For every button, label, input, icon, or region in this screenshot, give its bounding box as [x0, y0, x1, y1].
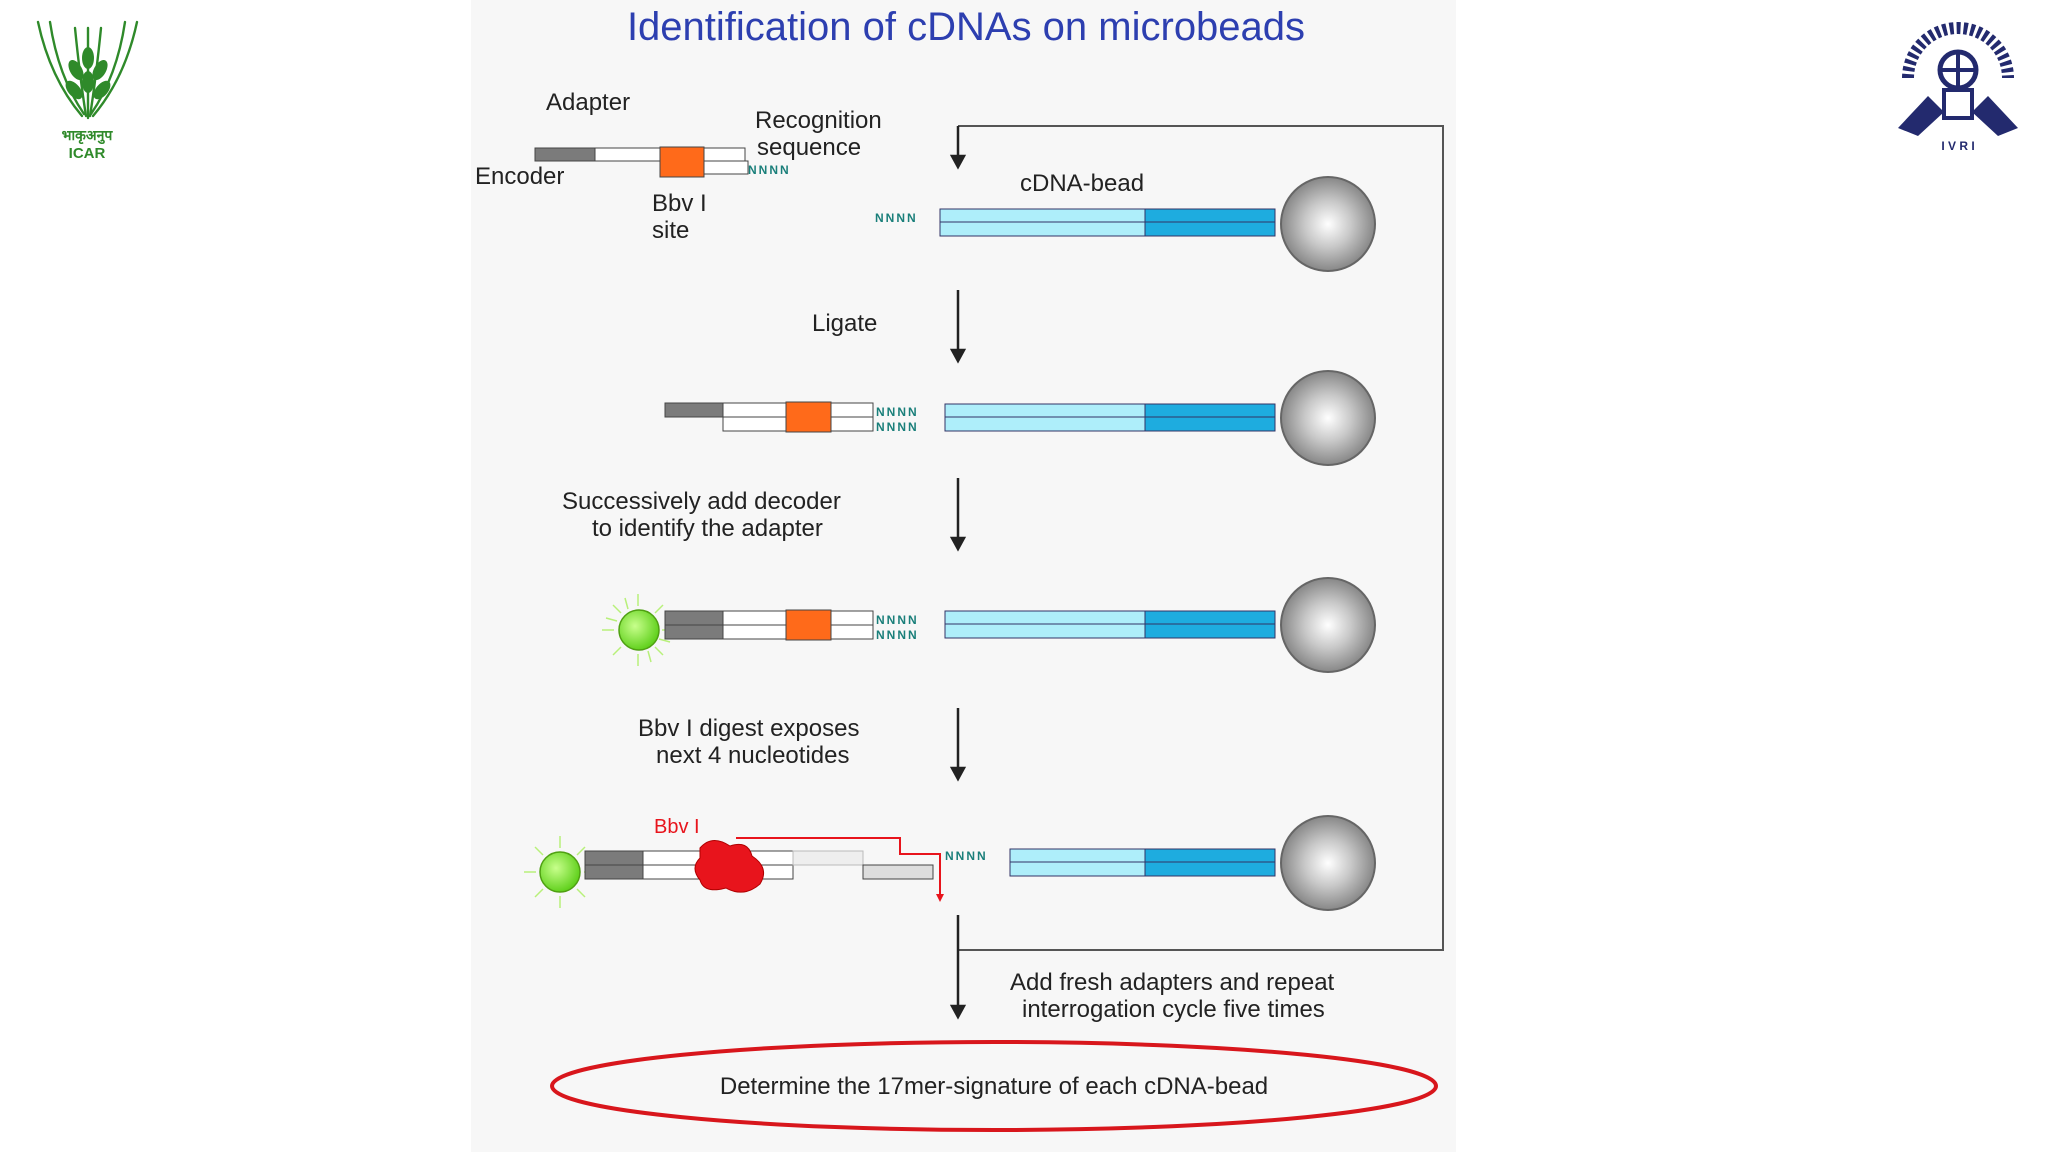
repeat-label-1: Add fresh adapters and repeat [1010, 969, 1335, 996]
icar-text: ICAR [69, 145, 106, 162]
bead-2 [1280, 370, 1376, 466]
bbvi-enzyme-shape [694, 840, 765, 893]
nnnn-cdna-1: NNNN [875, 211, 918, 225]
bead-3 [1280, 577, 1376, 673]
arrow-1 [949, 126, 967, 170]
arrow-4 [949, 708, 967, 782]
arrow-5 [949, 915, 967, 1020]
slide-title: Identification of cDNAs on microbeads [627, 5, 1305, 49]
decoder-label-2: to identify the adapter [592, 515, 823, 542]
decoder-glow-3 [602, 594, 674, 666]
cdna-strand-2 [944, 403, 1276, 432]
cdna-strand-3 [944, 610, 1276, 639]
adapter-strand-1 [534, 146, 749, 178]
arrow-2 [949, 290, 967, 364]
icar-logo: भाकृअनुप ICAR [30, 18, 145, 163]
icar-hindi-text: भाकृअनुप [62, 127, 114, 145]
repeat-label-2: interrogation cycle five times [1022, 996, 1325, 1023]
decoder-bead-3 [618, 609, 660, 651]
nnnn-bottom-3: NNNN [876, 628, 919, 642]
bead-4 [1280, 815, 1376, 911]
result-label: Determine the 17mer-signature of each cD… [720, 1073, 1268, 1100]
nnnn-top-2: NNNN [876, 405, 919, 419]
enzyme-label: Bbv I [654, 816, 700, 838]
bbvi-site-label-2: site [652, 217, 689, 244]
decoder-label-1: Successively add decoder [562, 488, 841, 515]
enzyme-cut-tip [936, 894, 944, 902]
adapter-label: Adapter [546, 89, 630, 116]
cdna-strand-1 [939, 208, 1276, 237]
nnnn-cdna-4: NNNN [945, 849, 988, 863]
nnnn-adapter-1: NNNN [748, 163, 791, 177]
ligated-adapter-2 [664, 401, 874, 433]
slide-panel [471, 0, 1456, 1152]
cdna-bead-label: cDNA-bead [1020, 170, 1144, 197]
encoder-label: Encoder [475, 163, 564, 190]
cdna-strand-4 [1009, 848, 1276, 877]
result-ellipse [550, 1040, 1438, 1132]
bead-1 [1280, 176, 1376, 272]
decoder-bead-4 [539, 851, 581, 893]
loop-back-line [958, 125, 1444, 951]
digest-label-1: Bbv I digest exposes [638, 715, 859, 742]
nnnn-bottom-2: NNNN [876, 420, 919, 434]
nnnn-top-3: NNNN [876, 613, 919, 627]
digest-label-2: next 4 nucleotides [656, 742, 849, 769]
recognition-label-1: Recognition [755, 107, 882, 134]
recognition-label-2: sequence [757, 134, 861, 161]
enzyme-cut-path [736, 837, 941, 896]
decoded-adapter-3 [664, 609, 874, 641]
ivri-logo: I V R I [1888, 8, 2028, 153]
arrow-3 [949, 478, 967, 552]
ivri-text: I V R I [1941, 139, 1974, 153]
bbvi-site-label-1: Bbv I [652, 190, 707, 217]
ligate-label: Ligate [812, 310, 877, 337]
